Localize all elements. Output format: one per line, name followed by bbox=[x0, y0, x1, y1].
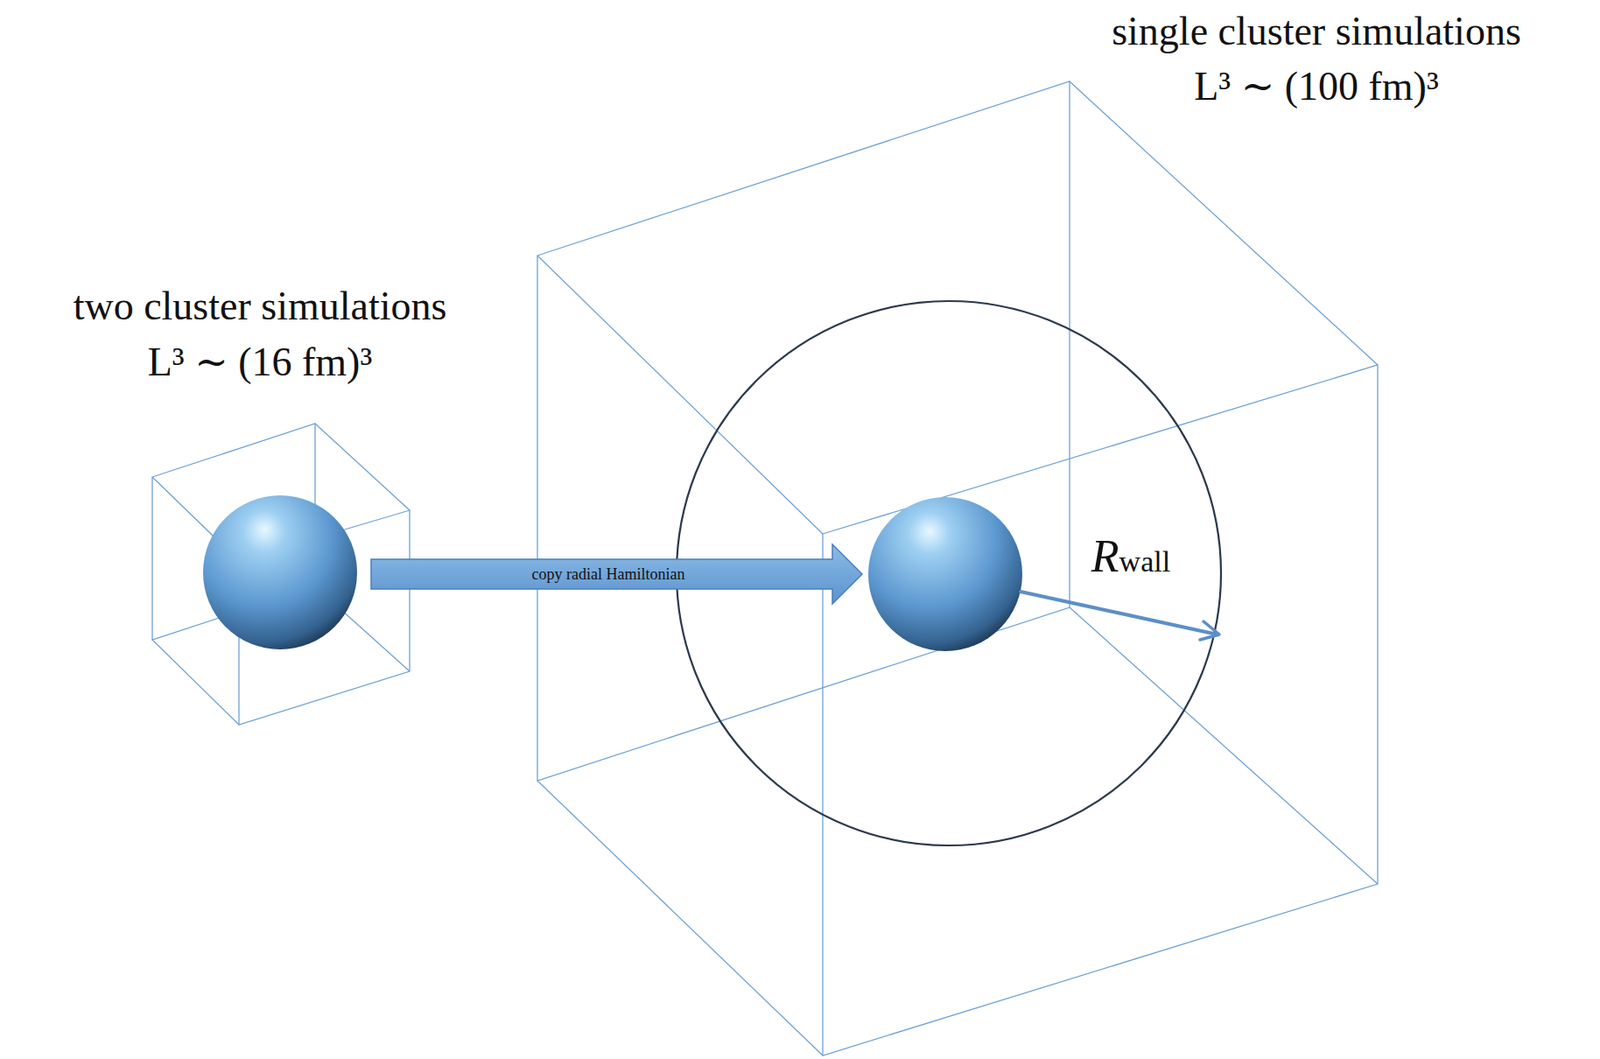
radius-label: Rwall bbox=[1091, 531, 1171, 582]
arrow-label: copy radial Hamiltonian bbox=[532, 566, 686, 584]
cube-edge bbox=[1069, 81, 1378, 365]
box-caption: single cluster simulations bbox=[1111, 9, 1522, 55]
cube-edge bbox=[1069, 607, 1378, 885]
cube-edge bbox=[537, 780, 823, 1056]
cube-edge bbox=[537, 255, 823, 534]
box-caption: two cluster simulations bbox=[73, 284, 448, 330]
cube-face bbox=[822, 364, 1378, 1056]
cluster-sphere bbox=[868, 497, 1023, 652]
cube-face bbox=[537, 81, 1070, 781]
dimension-label: L³ ∼ (100 fm)³ bbox=[1193, 64, 1439, 110]
block-arrow bbox=[371, 544, 863, 604]
radius-arrow bbox=[1020, 591, 1218, 635]
arrow-head bbox=[1200, 621, 1220, 640]
dimension-label: L³ ∼ (16 fm)³ bbox=[147, 340, 372, 386]
cluster-sphere bbox=[203, 495, 358, 650]
cube-edge bbox=[152, 639, 239, 725]
cube-edge bbox=[315, 423, 410, 511]
